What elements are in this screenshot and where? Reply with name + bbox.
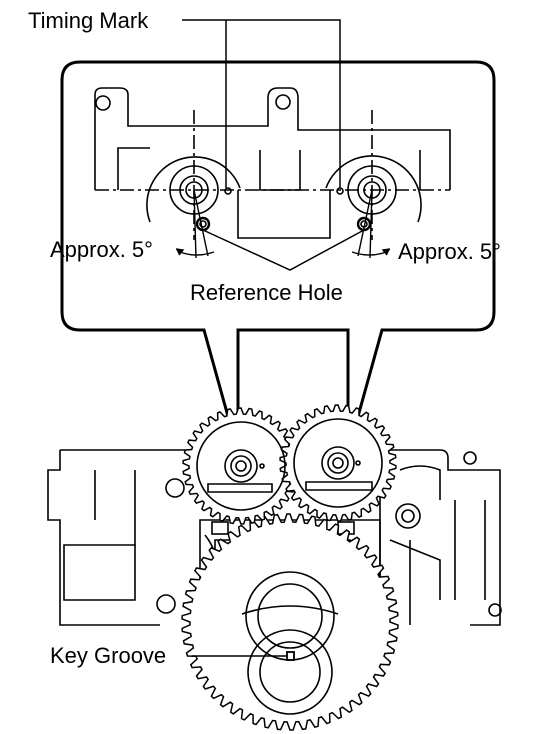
left-timing-mark: [224, 187, 232, 195]
key-groove-label: Key Groove: [50, 643, 166, 668]
gear-train: [181, 404, 399, 731]
left-cam-gear: [182, 407, 300, 525]
camshaft-detail-callout: Timing Mark Approx. 5° Approx. 5° Refere…: [28, 8, 501, 440]
cam-housing: [94, 87, 451, 240]
timing-mark-label: Timing Mark: [28, 8, 149, 33]
right-cam-gear-hub: [293, 418, 383, 508]
left-reference-hole: [195, 216, 211, 232]
angle-indicator-left: [175, 189, 215, 259]
approx-left-label: Approx. 5°: [50, 237, 153, 262]
crank-gear: [181, 513, 399, 731]
crankshaft-pulley: [241, 571, 339, 715]
reference-hole-label: Reference Hole: [190, 280, 343, 305]
leader-lines: [182, 19, 365, 271]
approx-right-label: Approx. 5°: [398, 239, 501, 264]
right-cam-gear: [279, 404, 397, 522]
angle-indicator-right: [351, 189, 391, 259]
right-timing-mark: [336, 187, 344, 195]
left-cam-gear-hub: [196, 421, 286, 511]
